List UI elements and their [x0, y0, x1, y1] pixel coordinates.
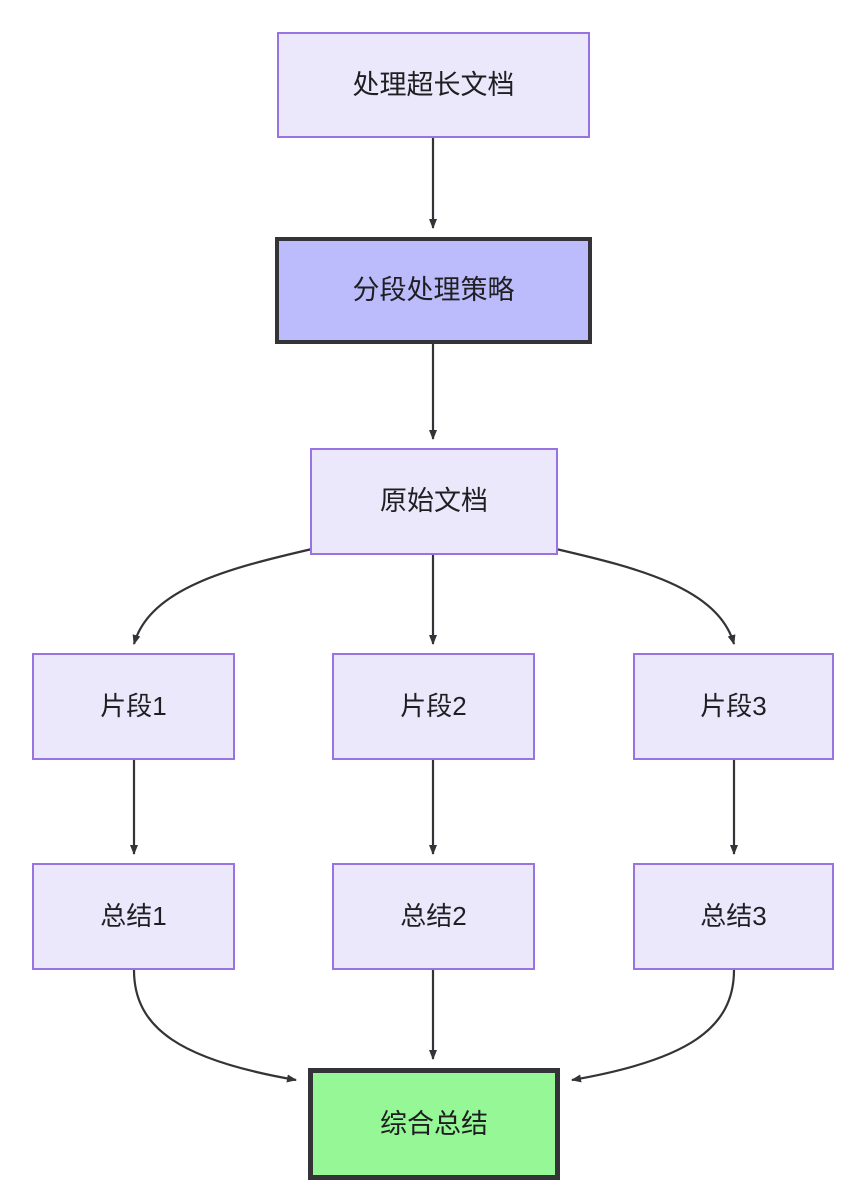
node-label: 处理超长文档	[352, 69, 515, 100]
node-summary-2[interactable]: 总结2	[332, 863, 535, 970]
edge-summary3-to-final	[571, 969, 736, 1083]
node-chunking-strategy[interactable]: 分段处理策略	[275, 237, 592, 344]
edge-source-to-chunk3	[555, 547, 736, 645]
node-label: 总结3	[700, 900, 767, 931]
node-label: 片段3	[700, 690, 767, 721]
node-label: 片段1	[100, 690, 167, 721]
node-summary-3[interactable]: 总结3	[633, 863, 834, 970]
node-label: 分段处理策略	[352, 275, 515, 306]
node-label: 总结2	[400, 900, 467, 931]
edge-summary1-to-final	[132, 969, 297, 1083]
edge-source-to-chunk1	[132, 547, 313, 645]
node-chunk-1[interactable]: 片段1	[32, 653, 235, 760]
node-label: 综合总结	[380, 1108, 488, 1139]
node-label: 总结1	[100, 900, 167, 931]
node-source-document[interactable]: 原始文档	[310, 448, 558, 555]
node-summary-1[interactable]: 总结1	[32, 863, 235, 970]
node-chunk-3[interactable]: 片段3	[633, 653, 834, 760]
node-chunk-2[interactable]: 片段2	[332, 653, 535, 760]
node-process-long-document[interactable]: 处理超长文档	[277, 32, 590, 138]
node-label: 片段2	[400, 690, 467, 721]
node-combined-summary[interactable]: 综合总结	[308, 1068, 560, 1180]
node-label: 原始文档	[380, 486, 488, 517]
